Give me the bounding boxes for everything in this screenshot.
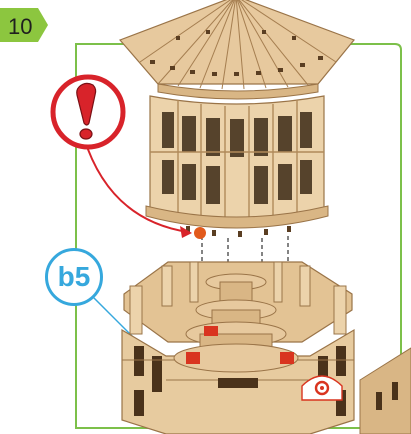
lantern-body: [150, 96, 324, 220]
gazebo-top-assembly: [120, 0, 354, 237]
red-peg: [280, 352, 294, 364]
step-badge: 10: [0, 8, 48, 42]
part-label-badge: b5: [45, 248, 103, 306]
base-platform: [122, 262, 411, 434]
red-peg: [204, 326, 218, 336]
part-label-text: b5: [48, 261, 100, 293]
exclamation-warning-icon: [49, 73, 127, 151]
step-number: 10: [8, 14, 32, 40]
red-peg: [186, 352, 200, 364]
